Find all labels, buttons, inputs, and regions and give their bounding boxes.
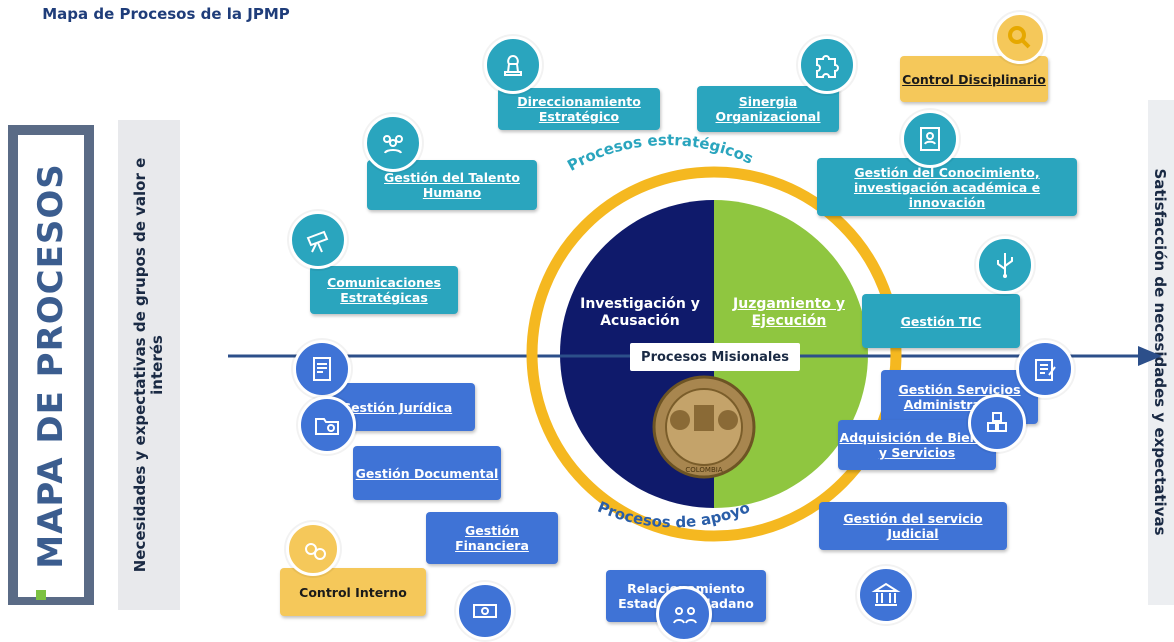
mission-left-label: Investigación y Acusación bbox=[580, 296, 700, 329]
gestion-financiera-button[interactable]: Gestión Financiera bbox=[426, 512, 558, 564]
magnifier-icon bbox=[994, 12, 1046, 64]
gestion-conocimiento-button[interactable]: Gestión del Conocimiento, investigación … bbox=[817, 158, 1077, 216]
chess-icon bbox=[484, 36, 542, 94]
seal-text: COLOMBIA bbox=[685, 466, 722, 474]
money-icon bbox=[456, 582, 514, 640]
coins-icon bbox=[286, 522, 340, 576]
puzzle-icon bbox=[798, 36, 856, 94]
people-icon bbox=[656, 586, 712, 642]
usb-icon bbox=[976, 236, 1034, 294]
input-needs-bar bbox=[118, 120, 180, 610]
telescope-icon bbox=[289, 211, 347, 269]
control-interno-button[interactable]: Control Interno bbox=[280, 568, 426, 616]
direccionamiento-estrategico-button[interactable]: Direccionamiento Estratégico bbox=[498, 88, 660, 130]
gestion-talento-humano-button[interactable]: Gestión del Talento Humano bbox=[367, 160, 537, 210]
mission-right-label[interactable]: Juzgamiento y Ejecución bbox=[733, 296, 845, 329]
gestion-servicio-judicial-button[interactable]: Gestión del servicio Judicial bbox=[819, 502, 1007, 550]
id-card-icon bbox=[901, 110, 959, 168]
page-title: Mapa de Procesos de la JPMP bbox=[42, 5, 290, 23]
gestion-documental-button[interactable]: Gestión Documental bbox=[353, 446, 501, 500]
sinergia-organizacional-button[interactable]: Sinergia Organizacional bbox=[697, 86, 839, 132]
document-icon bbox=[293, 340, 351, 398]
folder-search-icon bbox=[298, 396, 356, 454]
left-label-panel bbox=[18, 135, 84, 597]
team-icon bbox=[364, 114, 422, 172]
clipboard-edit-icon bbox=[1016, 340, 1074, 398]
procesos-misionales-badge: Procesos Misionales bbox=[630, 343, 800, 371]
courthouse-icon bbox=[857, 566, 915, 624]
process-ring bbox=[526, 166, 902, 542]
boxes-icon bbox=[968, 394, 1026, 452]
adquisicion-bienes-servicios-button[interactable]: Adquisición de Bienes y Servicios bbox=[838, 420, 996, 470]
green-marker bbox=[36, 590, 46, 600]
gestion-tic-button[interactable]: Gestión TIC bbox=[862, 294, 1020, 348]
flow-arrow-head bbox=[1138, 346, 1162, 366]
comunicaciones-estrategicas-button[interactable]: Comunicaciones Estratégicas bbox=[310, 266, 458, 314]
